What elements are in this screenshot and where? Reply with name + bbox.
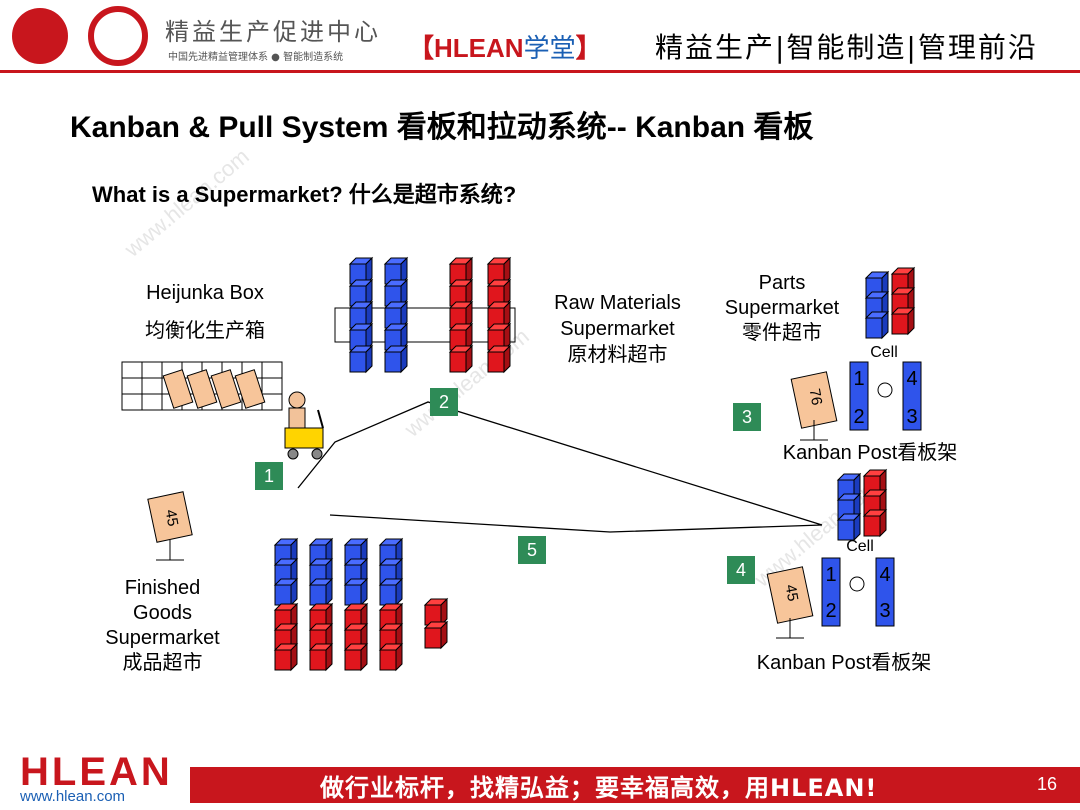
- finished-goods-bin: [344, 643, 368, 671]
- finished-label-1: Finished: [124, 577, 201, 599]
- kanban-post-label-upper: Kanban Post看板架: [782, 442, 958, 464]
- cell-number: 1: [853, 368, 865, 390]
- cell-number: 3: [879, 600, 891, 622]
- raw-label-cn: 原材料超市: [567, 344, 668, 366]
- finished-goods-bin: [274, 578, 298, 606]
- raw-label-en1: Raw Materials: [554, 292, 681, 314]
- cell-number: 1: [825, 564, 837, 586]
- brand-hlean: 【HLEAN: [408, 33, 524, 63]
- finished-goods-bin: [309, 578, 333, 606]
- raw-material-bin: [449, 345, 473, 373]
- heijunka-label-en: Heijunka Box: [146, 282, 264, 304]
- cell-lower: [821, 557, 895, 627]
- kanban-card-number: 45: [781, 583, 802, 603]
- logo-c-mark: [12, 8, 68, 64]
- brand-xuetang: 学堂: [523, 33, 576, 63]
- kanban-post-upper: [790, 371, 838, 441]
- logo-l-mark: [88, 6, 148, 66]
- footer-bar: [190, 767, 1080, 803]
- step-marker-1: 1: [255, 462, 283, 490]
- finished-label-cn: 成品超市: [122, 652, 203, 674]
- cell-number: 2: [825, 600, 837, 622]
- step-marker-2: 2: [430, 388, 458, 416]
- raw-label-en2: Supermarket: [560, 318, 675, 340]
- parts-label-en1: Parts: [758, 272, 806, 294]
- heijunka-box: [121, 361, 283, 411]
- heijunka-kanban-card: [234, 369, 266, 409]
- heijunka-kanban-card: [210, 369, 242, 409]
- cell-number: 2: [853, 406, 865, 428]
- raw-material-bin: [487, 345, 511, 373]
- header-slogan: 精益生产|智能制造|管理前沿: [655, 31, 1038, 64]
- header-divider: [0, 70, 1080, 73]
- finished-label-2: Goods: [133, 602, 192, 624]
- parts-bin: [891, 307, 915, 335]
- page-number: 16: [1037, 774, 1058, 794]
- org-subtitle: 中国先进精益管理体系 ● 智能制造系统: [168, 52, 344, 63]
- operator-cart-icon: [284, 391, 324, 460]
- finished-goods-bin: [344, 578, 368, 606]
- heijunka-slot: [261, 361, 283, 379]
- heijunka-slot: [121, 393, 143, 411]
- header: 精益生产促进中心 中国先进精益管理体系 ● 智能制造系统 【HLEAN学堂】 精…: [0, 0, 1080, 73]
- finished-goods-bin: [274, 643, 298, 671]
- parts-label-en2: Supermarket: [724, 297, 840, 319]
- cell-number: 3: [906, 406, 918, 428]
- finished-goods-bin: [309, 643, 333, 671]
- org-name: 精益生产促进中心: [165, 18, 381, 46]
- heijunka-slot: [141, 393, 163, 411]
- flow-line-lower: [329, 514, 823, 533]
- page-title: Kanban & Pull System 看板和拉动系统-- Kanban 看板: [70, 111, 814, 144]
- finished-goods-bin: [379, 643, 403, 671]
- parts-label-cn: 零件超市: [742, 322, 822, 344]
- cell-supermarket-bins: [837, 469, 887, 541]
- flow-lines: [297, 401, 823, 533]
- parts-bin: [863, 509, 887, 537]
- footer-slogan: 做行业标杆，找精弘益；要幸福高效，用HLEAN!: [320, 774, 878, 802]
- heijunka-slot: [261, 377, 283, 395]
- finished-goods-bin: [379, 578, 403, 606]
- heijunka-slot: [141, 377, 163, 395]
- heijunka-slot: [141, 361, 163, 379]
- heijunka-kanban-card: [186, 369, 218, 409]
- flow-line-upper: [297, 401, 823, 526]
- kanban-post-label-lower: Kanban Post看板架: [756, 652, 932, 674]
- brand-title: 【HLEAN学堂】: [408, 28, 602, 65]
- heijunka-kanban-card: [162, 369, 194, 409]
- raw-materials-rack: [334, 257, 516, 373]
- parts-bin: [865, 311, 889, 339]
- kanban-card-number: 45: [161, 508, 182, 528]
- kanban-post-lower: [766, 566, 814, 639]
- step-marker-5: 5: [518, 536, 546, 564]
- finished-goods-bin: [424, 598, 448, 626]
- finished-label-3: Supermarket: [105, 627, 220, 649]
- kanban-card-number: 76: [805, 387, 826, 407]
- heijunka-slot: [121, 361, 143, 379]
- raw-material-bin: [349, 345, 373, 373]
- heijunka-slot: [121, 377, 143, 395]
- step-marker-4: 4: [727, 556, 755, 584]
- finished-goods-bin: [424, 621, 448, 649]
- page-subtitle: What is a Supermarket? 什么是超市系统?: [92, 182, 517, 207]
- cell-number: 4: [879, 564, 891, 586]
- brand-bracket: 】: [575, 33, 602, 63]
- cell-label-lower: Cell: [846, 538, 874, 555]
- step-marker-3: 3: [733, 403, 761, 431]
- raw-material-bin: [384, 345, 408, 373]
- kanban-post-finished: [147, 491, 193, 561]
- footer-logo: HLEAN: [20, 750, 173, 794]
- heijunka-label-cn: 均衡化生产箱: [145, 320, 265, 342]
- cell-label-upper: Cell: [870, 344, 898, 361]
- cell-upper: [849, 361, 922, 431]
- footer-url[interactable]: www.hlean.com: [20, 788, 126, 805]
- parts-supermarket-bins: [865, 267, 915, 339]
- finished-goods-rack: [274, 538, 448, 671]
- cell-number: 4: [906, 368, 918, 390]
